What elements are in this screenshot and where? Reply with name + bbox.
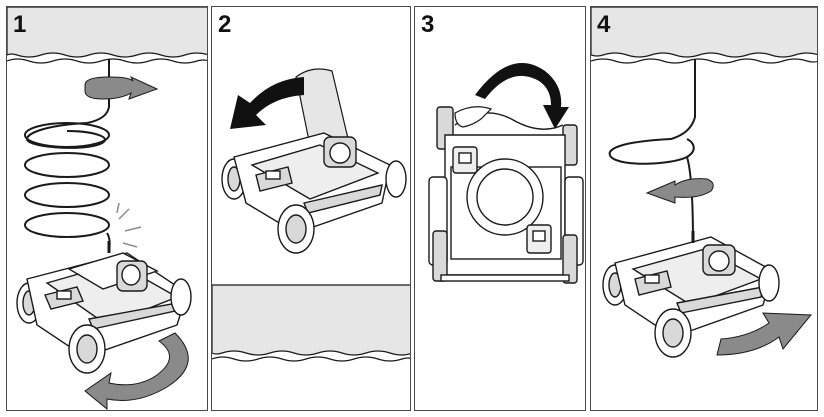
- step-1-illustration: [7, 7, 207, 410]
- step-2-illustration: [212, 68, 410, 362]
- step-panel-3: 3: [414, 6, 586, 411]
- pool-robot: [221, 132, 407, 254]
- hand: [454, 106, 493, 128]
- step-number: 4: [597, 11, 611, 38]
- rotate-arrow-top: [84, 75, 159, 100]
- rotate-arrow-bottom: [84, 332, 189, 410]
- water-surface: [591, 7, 817, 58]
- pool-robot: [602, 231, 780, 358]
- cable-coils: [24, 122, 111, 252]
- rotate-arrow-large: [716, 312, 813, 356]
- step-number: 2: [218, 11, 232, 38]
- step-4-illustration: [591, 7, 817, 358]
- lift-arrow: [230, 77, 304, 129]
- spark-lines: [116, 202, 142, 248]
- step-number: 3: [421, 11, 435, 38]
- water-surface: [7, 7, 207, 58]
- cable: [608, 59, 696, 165]
- pool-robot: [16, 241, 192, 374]
- step-panel-2: 2: [211, 6, 411, 411]
- rotate-arrow-small: [645, 178, 714, 204]
- step-number: 1: [13, 11, 27, 38]
- step-panel-1: 1: [6, 6, 208, 411]
- robot-underside: [428, 106, 584, 284]
- flip-arrow: [475, 63, 569, 129]
- step-3-illustration: [428, 63, 584, 284]
- water-surface: [212, 284, 410, 356]
- floating-cable: [25, 59, 110, 149]
- step-panel-4: 4: [590, 6, 818, 411]
